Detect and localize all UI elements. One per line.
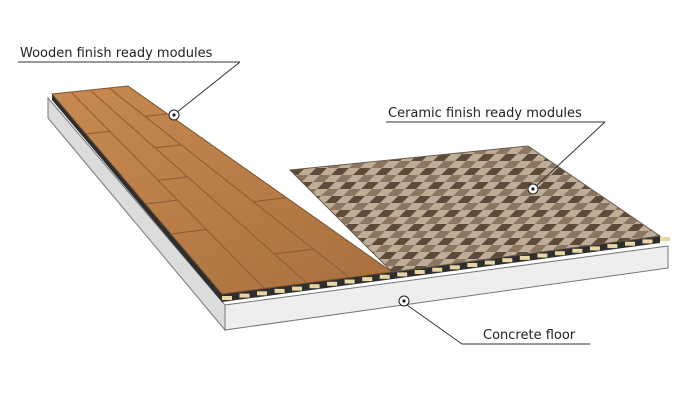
ceramic-label: Ceramic finish ready modules xyxy=(388,106,582,121)
batten xyxy=(344,279,355,284)
batten xyxy=(572,248,583,253)
batten xyxy=(449,265,460,270)
batten xyxy=(432,267,443,272)
plank-end-seam xyxy=(85,130,110,135)
batten xyxy=(484,260,495,265)
plank-end-seam xyxy=(145,199,178,205)
batten xyxy=(519,255,530,260)
wooden-label: Wooden finish ready modules xyxy=(20,46,213,61)
concrete-slab-front-face xyxy=(224,245,669,331)
batten xyxy=(414,270,425,274)
ceramic-leader-diagonal xyxy=(534,121,606,188)
plank-end-seam xyxy=(145,113,168,117)
batten xyxy=(537,253,548,258)
ceramic-tile-surface xyxy=(288,145,662,273)
batten xyxy=(239,293,250,298)
concrete-leader-diagonal xyxy=(406,304,463,345)
batten xyxy=(379,274,390,279)
batten xyxy=(257,291,267,296)
batten xyxy=(274,288,285,293)
plank-end-seam xyxy=(155,144,182,149)
battens xyxy=(222,237,670,300)
plank-end-seam xyxy=(274,248,314,255)
batten xyxy=(467,263,478,267)
batten xyxy=(660,237,670,241)
wooden-leader-diagonal xyxy=(175,61,241,114)
batten xyxy=(292,286,303,291)
batten xyxy=(642,239,653,244)
batten xyxy=(309,284,320,289)
batten xyxy=(607,244,618,249)
batten xyxy=(589,246,600,251)
plank-seam xyxy=(89,89,308,284)
batten xyxy=(327,281,338,286)
batten xyxy=(397,272,408,277)
batten xyxy=(362,277,373,282)
concrete-marker-dot xyxy=(402,299,406,303)
batten xyxy=(554,251,565,256)
batten xyxy=(502,258,513,263)
batten xyxy=(625,241,635,246)
plank-seam xyxy=(70,91,265,289)
ceramic-marker-dot xyxy=(531,187,535,191)
wood-plank-seams xyxy=(70,87,350,289)
plank-seam xyxy=(108,87,350,278)
concrete-label: Concrete floor xyxy=(483,328,576,343)
plank-end-seam xyxy=(158,176,188,181)
batten xyxy=(222,296,232,300)
plank-end-seam xyxy=(170,229,207,235)
wooden-plank-surface xyxy=(51,85,394,295)
wooden-marker-dot xyxy=(172,113,176,117)
plank-end-seam xyxy=(253,197,287,203)
